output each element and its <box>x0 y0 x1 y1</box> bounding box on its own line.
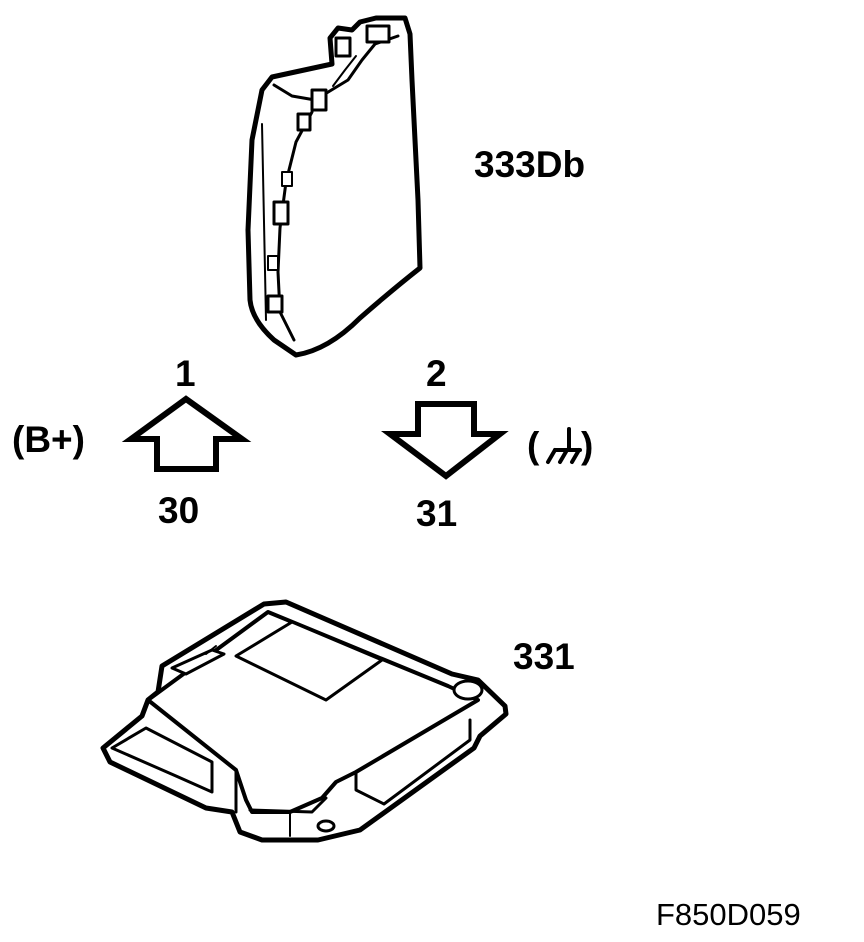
control-unit-331 <box>100 599 509 843</box>
pin-number-right: 2 <box>426 353 447 394</box>
ground-paren-close: ) <box>581 425 594 466</box>
arrow-up-icon <box>121 395 252 472</box>
figure-code: F850D059 <box>656 897 801 932</box>
component-label-331: 331 <box>513 636 575 677</box>
terminal-label-right: 31 <box>416 493 458 534</box>
pin-number-left: 1 <box>175 353 196 394</box>
supply-label: (B+) <box>12 419 85 460</box>
arrow-down-icon <box>381 401 509 480</box>
terminal-label-left: 30 <box>158 490 200 531</box>
component-label-333db: 333Db <box>474 144 586 185</box>
ground-icon <box>546 427 582 464</box>
ground-paren-open: ( <box>527 425 540 466</box>
airbag-module-333db <box>245 15 423 358</box>
